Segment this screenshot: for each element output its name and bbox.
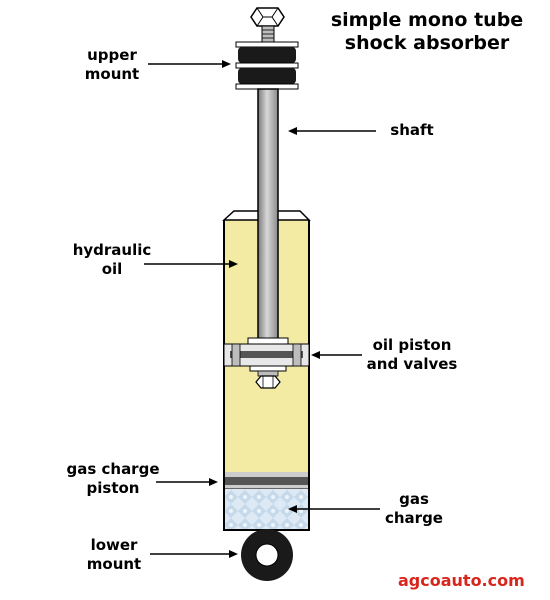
label-oil-piston-line1: oil piston (372, 336, 452, 354)
brand-watermark: agcoauto.com (398, 571, 525, 590)
title-line-2: shock absorber (344, 32, 510, 54)
label-upper-mount: upper mount (72, 46, 152, 84)
label-hydraulic-oil-line2: oil (101, 260, 123, 278)
label-oil-piston: oil piston and valves (362, 336, 462, 374)
label-upper-mount-line2: mount (84, 65, 140, 83)
washer (235, 41, 299, 48)
label-upper-mount-line1: upper (87, 46, 137, 64)
leader-arrows (144, 60, 380, 558)
label-hydraulic-oil-line1: hydraulic (72, 241, 152, 259)
lower-bushing (238, 68, 296, 84)
title-line-1: simple mono tube (330, 9, 524, 31)
label-shaft: shaft (382, 121, 442, 140)
label-gas-charge-piston-line2: piston (86, 479, 140, 497)
shaft (257, 88, 279, 342)
label-lower-mount-line1: lower (90, 536, 138, 554)
label-gas-charge: gas charge (376, 490, 452, 528)
upper-mount (235, 7, 299, 90)
label-oil-piston-line2: and valves (366, 355, 458, 373)
label-gas-charge-line2: charge (384, 509, 443, 527)
diagram-title: simple mono tube shock absorber (322, 9, 532, 55)
label-gas-charge-piston: gas charge piston (58, 460, 168, 498)
lower-mount (241, 529, 293, 581)
upper-bushing (238, 47, 296, 63)
washer (235, 62, 299, 69)
label-gas-charge-line1: gas (399, 490, 429, 508)
label-shaft-text: shaft (390, 121, 434, 139)
gas-charge-piston (225, 472, 308, 490)
label-lower-mount: lower mount (74, 536, 154, 574)
label-hydraulic-oil: hydraulic oil (62, 241, 162, 279)
label-lower-mount-line2: mount (86, 555, 142, 573)
piston-nut (255, 375, 281, 389)
label-gas-charge-piston-line1: gas charge (66, 460, 160, 478)
oil-piston (223, 337, 310, 389)
